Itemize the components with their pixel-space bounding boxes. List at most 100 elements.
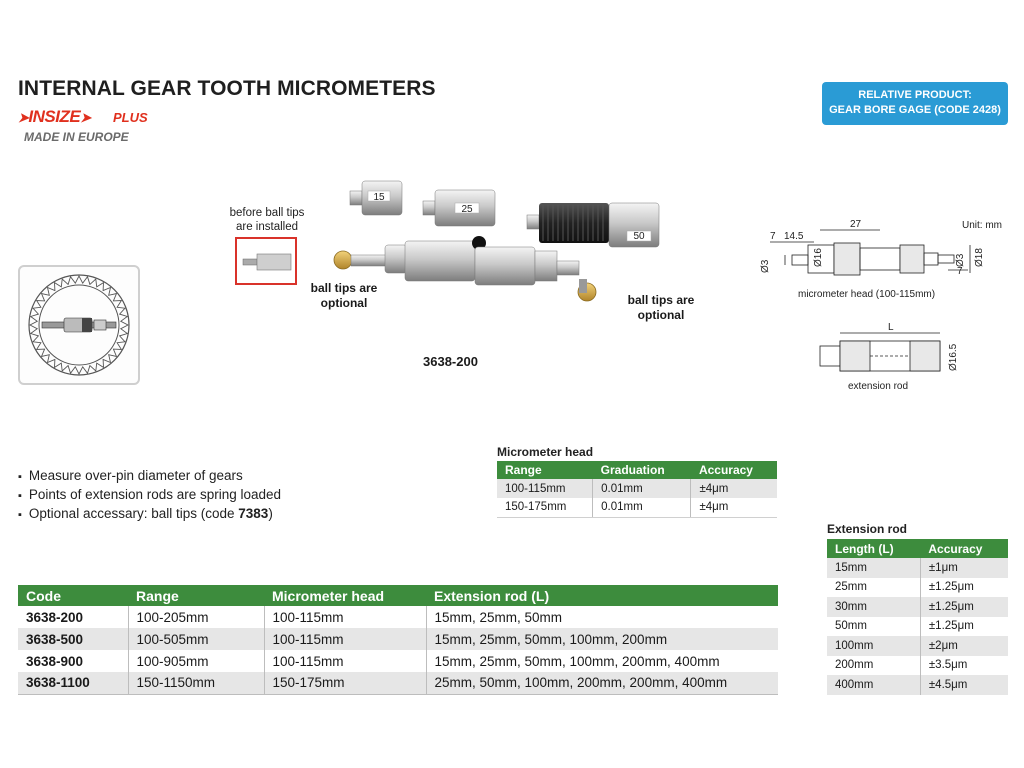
extension-rod-table: Length (L) Accuracy 15mm±1μm 25mm±1.25μm… xyxy=(827,539,1008,695)
gear-illustration-icon xyxy=(28,274,130,376)
dim-d16: Ø16 xyxy=(813,248,824,267)
dim-d18: Ø18 xyxy=(974,248,985,267)
product-code: 3638-500 xyxy=(18,628,129,650)
product-code: 3638-1100 xyxy=(18,672,129,695)
header-code: Code xyxy=(18,585,128,606)
extension-rod-25: 25 xyxy=(422,189,496,227)
table-row: 400mm±4.5μm xyxy=(827,675,1008,695)
table-cell: 100-505mm xyxy=(128,628,265,650)
table-row: 25mm±1.25μm xyxy=(827,577,1008,597)
header-range: Range xyxy=(128,585,264,606)
feature-text: Optional accessary: ball tips (code 7383… xyxy=(28,506,273,521)
rod-label-15: 15 xyxy=(373,192,385,203)
feature-item: Optional accessary: ball tips (code 7383… xyxy=(18,505,281,524)
feature-list: Measure over-pin diameter of gears Point… xyxy=(18,467,281,524)
micrometer-head-table: Range Graduation Accuracy 100-115mm 0.01… xyxy=(497,461,777,518)
table-cell: 100-905mm xyxy=(128,650,265,672)
dim-d3a: Ø3 xyxy=(760,259,771,273)
table-cell: ±1.25μm xyxy=(920,577,1008,597)
table-cell: 0.01mm xyxy=(592,479,692,498)
relative-product-banner[interactable]: RELATIVE PRODUCT: GEAR BORE GAGE (CODE 2… xyxy=(822,82,1008,125)
brand-name: ➤INSIZE➤ xyxy=(18,107,91,126)
product-code: 3638-200 xyxy=(18,606,129,628)
table-cell: 15mm xyxy=(827,558,921,578)
table-cell: 0.01mm xyxy=(592,498,692,518)
made-in-label: MADE IN EUROPE xyxy=(24,130,129,144)
feature-item: Points of extension rods are spring load… xyxy=(18,486,281,505)
table-cell: 100mm xyxy=(827,636,921,656)
table-cell: 100-115mm xyxy=(497,479,594,498)
table-cell: ±1μm xyxy=(920,558,1008,578)
table-row: 200mm±3.5μm xyxy=(827,655,1008,675)
product-code-table: Code Range Micrometer head Extension rod… xyxy=(18,585,778,695)
extension-rod-50: 50 xyxy=(526,202,660,248)
ball-tips-label-right: ball tips are optional xyxy=(627,293,695,322)
brand-logo: ➤INSIZE➤ PLUS xyxy=(18,107,168,129)
table-cell: ±1.25μm xyxy=(920,597,1008,617)
table-cell: 30mm xyxy=(827,597,921,617)
dim-27: 27 xyxy=(850,219,862,230)
head-caption: micrometer head (100-115mm) xyxy=(798,289,935,300)
table-row: 15mm±1μm xyxy=(827,558,1008,578)
table-cell: ±1.25μm xyxy=(920,616,1008,636)
brand-suffix: PLUS xyxy=(113,110,148,125)
unit-label: Unit: mm xyxy=(962,220,1002,231)
table-cell: 15mm, 25mm, 50mm xyxy=(426,606,778,628)
extension-rod-15: 15 xyxy=(349,180,403,216)
table-cell: 15mm, 25mm, 50mm, 100mm, 200mm xyxy=(426,628,778,650)
header-extension-rod: Extension rod (L) xyxy=(426,585,778,606)
extension-rod-title: Extension rod xyxy=(827,522,908,536)
micrometer-head-title: Micrometer head xyxy=(497,445,594,459)
table-row: 100mm±2μm xyxy=(827,636,1008,656)
table-cell: ±4μm xyxy=(690,479,777,498)
dim-d16-5: Ø16.5 xyxy=(948,343,959,371)
mh-header-graduation: Graduation xyxy=(592,461,691,479)
table-cell: 100-205mm xyxy=(128,606,265,628)
before-ball-tips-label: before ball tips are installed xyxy=(229,207,305,233)
dim-7: 7 xyxy=(770,231,776,242)
micrometer-head xyxy=(333,236,597,302)
table-cell: 100-115mm xyxy=(264,628,427,650)
header-micrometer-head: Micrometer head xyxy=(264,585,426,606)
table-cell: ±4μm xyxy=(690,498,777,518)
table-cell: ±2μm xyxy=(920,636,1008,656)
table-cell: 150-175mm xyxy=(264,672,427,695)
table-row: 100-115mm 0.01mm ±4μm xyxy=(497,479,777,498)
table-cell: ±4.5μm xyxy=(920,675,1008,695)
rod-tip-icon xyxy=(242,253,292,271)
rod-label-50: 50 xyxy=(633,231,645,242)
before-ball-tips-inset xyxy=(235,237,297,285)
ball-tips-label-left: ball tips are optional xyxy=(310,281,378,310)
product-photo: 15 25 50 xyxy=(333,180,660,302)
page-title: INTERNAL GEAR TOOTH MICROMETERS xyxy=(18,77,436,100)
dim-d3b: Ø3 xyxy=(955,253,966,267)
mh-header-range: Range xyxy=(497,461,593,479)
ext-header-length: Length (L) xyxy=(827,539,921,558)
table-cell: 25mm xyxy=(827,577,921,597)
table-cell: 150-1150mm xyxy=(128,672,265,695)
table-cell: 150-175mm xyxy=(497,498,594,518)
table-cell: ±3.5μm xyxy=(920,655,1008,675)
table-row: 3638-200 100-205mm 100-115mm 15mm, 25mm,… xyxy=(18,606,778,628)
table-cell: 200mm xyxy=(827,655,921,675)
ext-header-accuracy: Accuracy xyxy=(920,539,1008,558)
table-row: 30mm±1.25μm xyxy=(827,597,1008,617)
table-row: 3638-1100 150-1150mm 150-175mm 25mm, 50m… xyxy=(18,672,778,695)
rod-caption: extension rod xyxy=(848,381,908,392)
product-code: 3638-900 xyxy=(18,650,129,672)
gear-thumbnail-image xyxy=(18,265,140,385)
dim-7b: 7 xyxy=(957,266,963,277)
table-cell: 15mm, 25mm, 50mm, 100mm, 200mm, 400mm xyxy=(426,650,778,672)
table-row: 3638-900 100-905mm 100-115mm 15mm, 25mm,… xyxy=(18,650,778,672)
table-cell: 25mm, 50mm, 100mm, 200mm, 200mm, 400mm xyxy=(426,672,778,695)
table-cell: 100-115mm xyxy=(264,650,427,672)
dim-14-5: 14.5 xyxy=(784,231,804,242)
table-row: 50mm±1.25μm xyxy=(827,616,1008,636)
table-cell: 50mm xyxy=(827,616,921,636)
table-row: 150-175mm 0.01mm ±4μm xyxy=(497,498,777,518)
product-code-label: 3638-200 xyxy=(423,354,478,369)
dim-L: L xyxy=(888,322,894,333)
technical-drawing: Unit: mm 27 7 14.5 Ø16 Ø3 Ø3 Ø18 7 micro… xyxy=(760,219,1002,392)
feature-item: Measure over-pin diameter of gears xyxy=(18,467,281,486)
rod-label-25: 25 xyxy=(461,204,473,215)
